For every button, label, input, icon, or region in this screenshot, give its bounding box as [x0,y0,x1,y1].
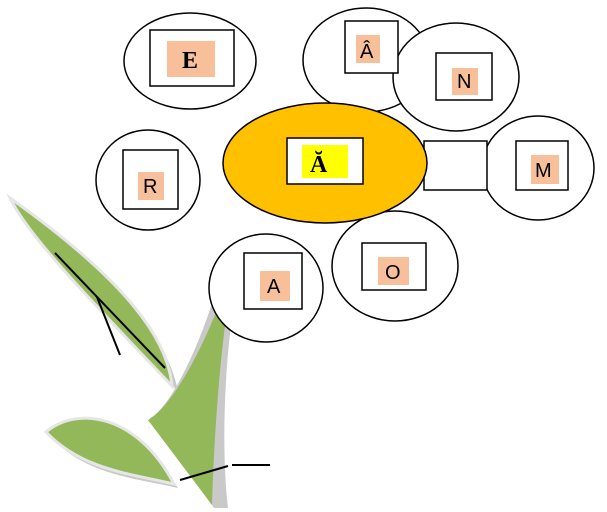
stem [148,248,238,505]
letter-box-center: Ă [286,137,364,185]
pointer-line-slanted [179,465,229,481]
letter-m: M [535,160,552,182]
letter-tile-o [378,257,409,285]
letter-center: Ă [310,151,328,178]
letter-box-o: O [361,242,427,291]
letter-tile-m [531,155,559,184]
letter-tile-r [138,172,164,200]
leaf-vein-main [54,252,166,369]
letter-tile-center [302,145,348,178]
letter-o: O [385,262,401,284]
lower-leaf [43,416,177,487]
letter-a: A [267,276,281,298]
letter-box-a: A [243,252,303,310]
letter-e: E [182,48,198,74]
letter-boxes: E Â N R Ă M [122,20,569,310]
letter-box-r: R [122,149,179,210]
connector-box [423,140,488,191]
letter-a-circ: Â [360,40,374,63]
letter-box-n: N [435,52,493,101]
letter-n: N [457,71,471,93]
letter-r: R [143,176,157,198]
letter-tile-a [260,271,290,301]
letter-tile-n [452,68,478,95]
letter-box-m: M [515,140,569,191]
letter-box-e: E [149,29,235,87]
letter-box-a-circ: Â [344,20,399,74]
letter-tile-a-circ [356,35,380,63]
leaf-vein-branch [96,296,121,356]
letter-tile-e [167,41,215,77]
